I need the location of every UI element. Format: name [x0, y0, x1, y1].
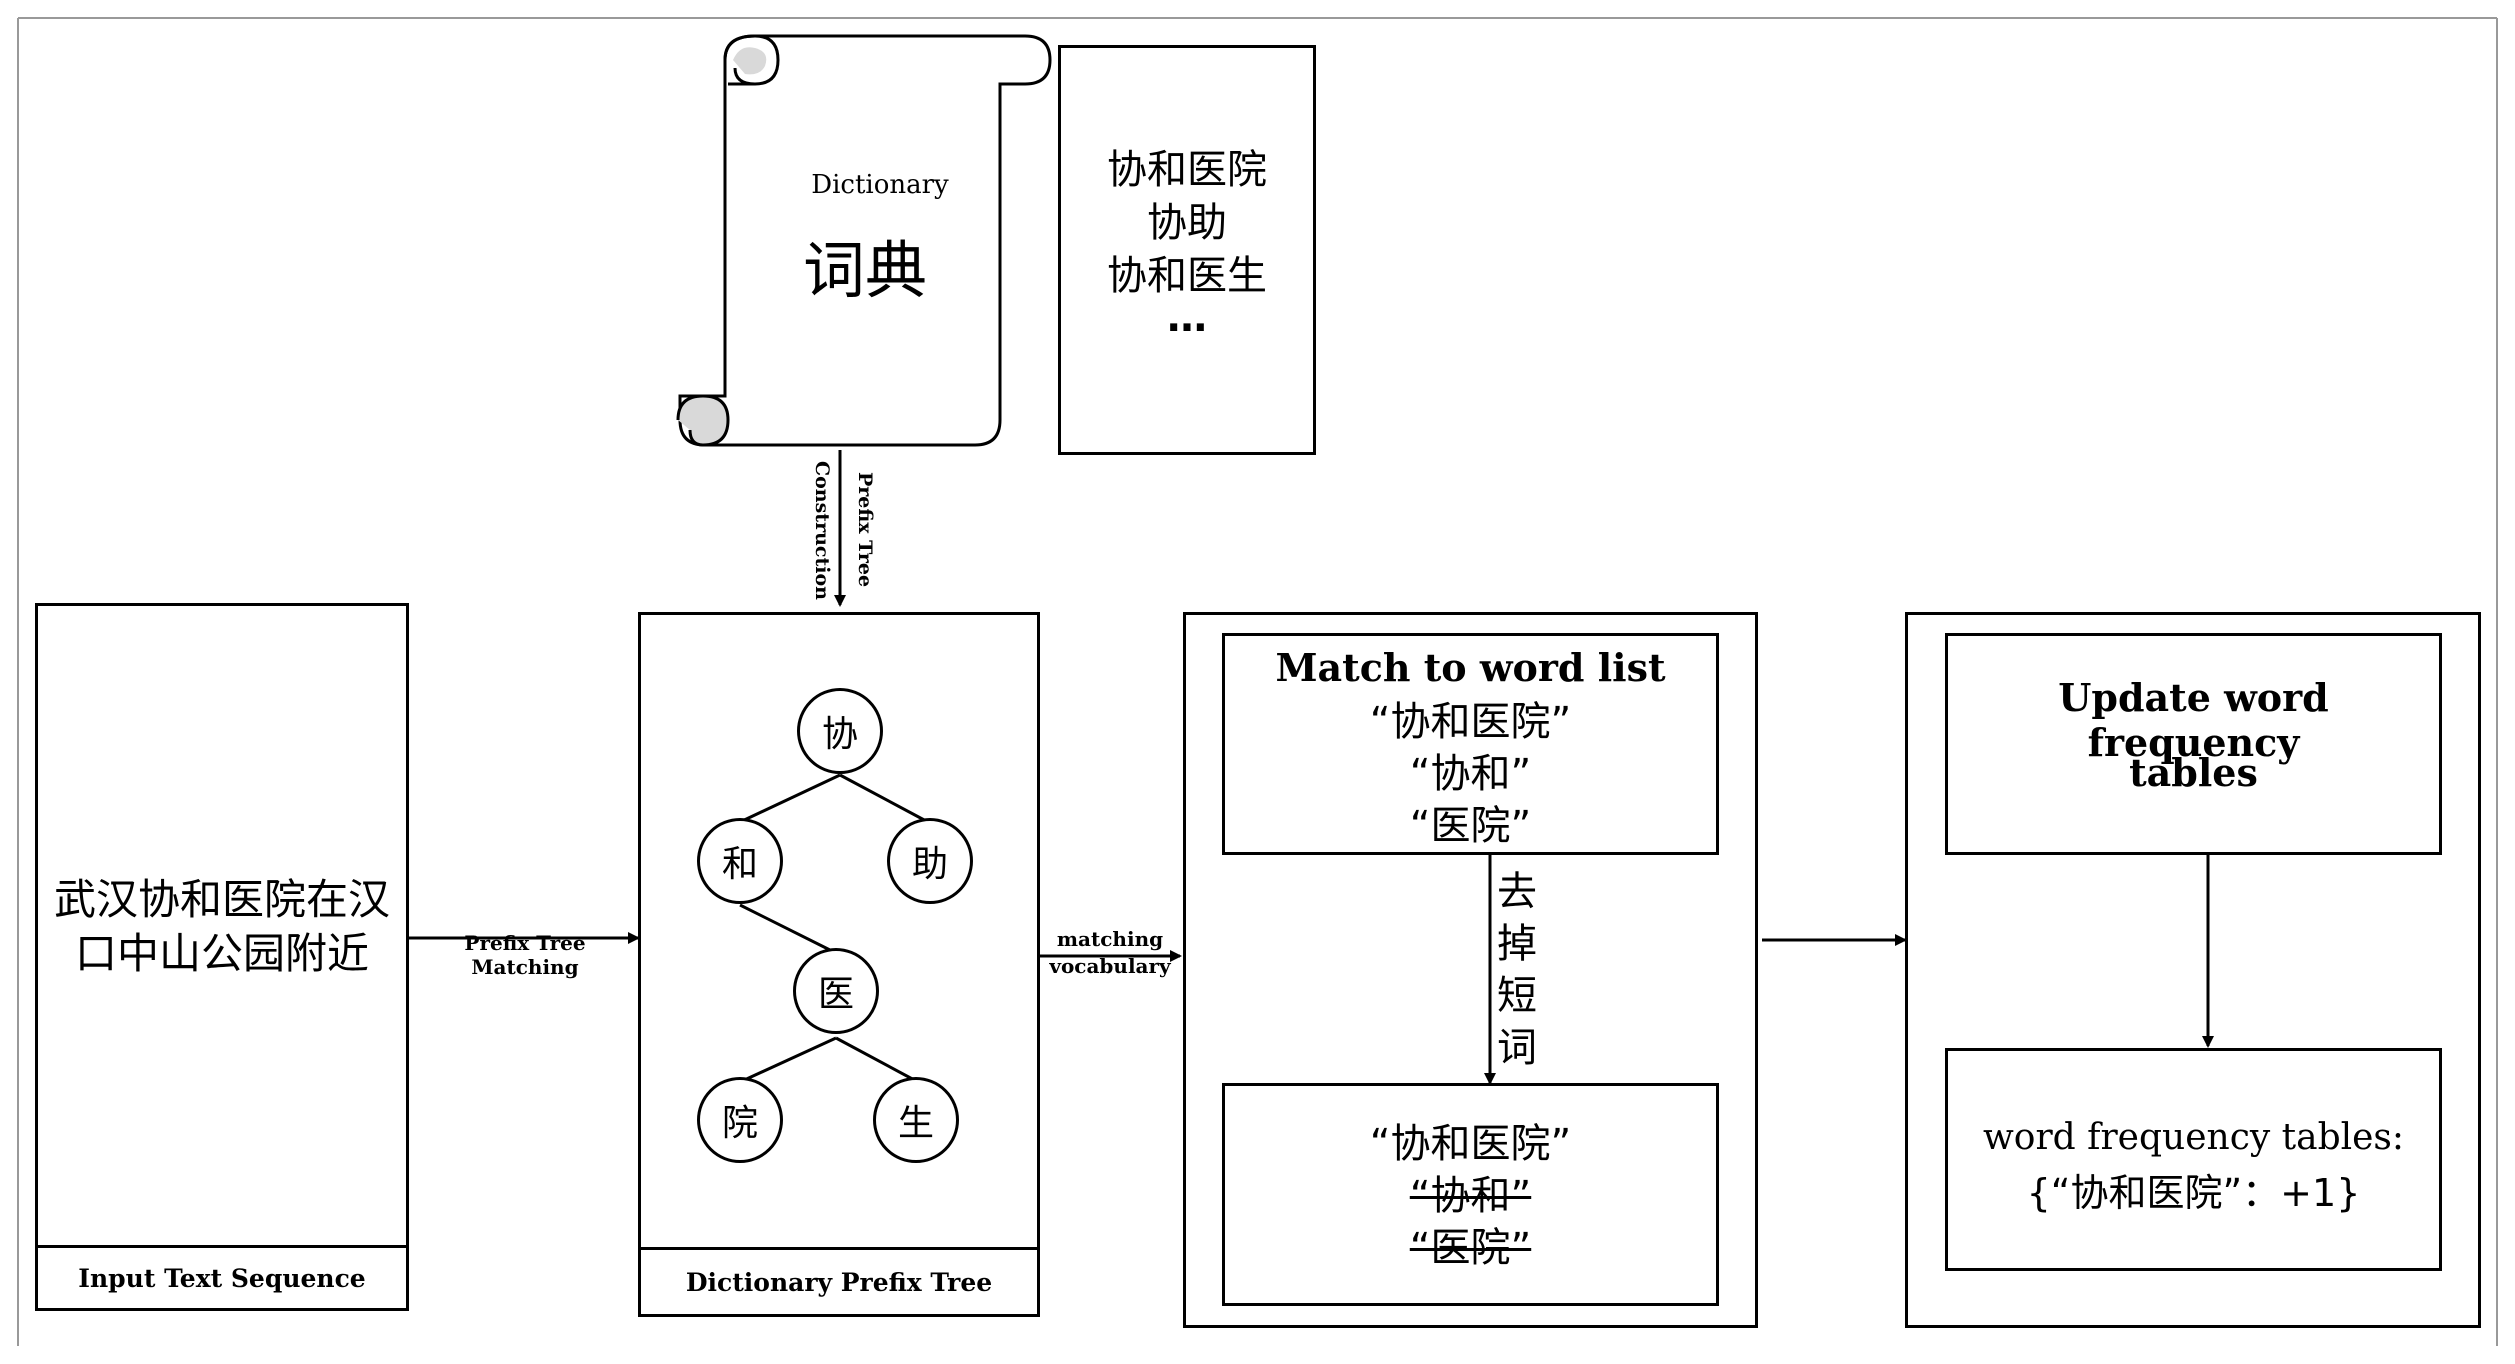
- dictionary-scroll-shape: [676, 34, 1052, 447]
- update-title-line2: tables: [2129, 749, 2258, 795]
- filtered-kept-word: “协和医院”: [1369, 1121, 1572, 1167]
- tree-node-he: 和: [697, 818, 783, 904]
- update-title-line1: Update word frequency: [2058, 675, 2329, 765]
- tree-node-sheng: 生: [873, 1077, 959, 1163]
- filtered-removed-word: “医院”: [1409, 1225, 1532, 1271]
- label-vocabulary: vocabulary: [1049, 954, 1171, 978]
- tree-edges: [739, 773, 929, 1084]
- dictionary-entries-box: 协和医院 协助 协和医生 …: [1058, 45, 1316, 455]
- label-remove-char: 短: [1497, 973, 1537, 1019]
- input-text-line2: 口中山公园附近: [74, 928, 369, 978]
- word-frequency-table-box: word frequency tables: {“协和医院”：+1}: [1945, 1048, 2442, 1271]
- tree-node-zhu: 助: [887, 818, 973, 904]
- input-text-label: Input Text Sequence: [35, 1245, 409, 1311]
- match-word: “协和医院”: [1369, 699, 1572, 745]
- tree-node-yuan: 院: [697, 1077, 783, 1163]
- label-construction: Construction: [811, 460, 833, 600]
- dictionary-title-en: Dictionary: [811, 170, 949, 200]
- label-remove-char: 词: [1497, 1025, 1537, 1071]
- match-word-list-box: Match to word list “协和医院” “协和” “医院”: [1222, 633, 1719, 855]
- update-word-frequency-box: Update word frequency tables: [1945, 633, 2442, 855]
- matching-panel: [1183, 612, 1758, 1328]
- freq-table-line1: word frequency tables:: [1982, 1116, 2405, 1158]
- dictionary-entry: 协和医院: [1107, 147, 1267, 193]
- match-word: “医院”: [1409, 803, 1532, 849]
- label-prefix-tree: Prefix Tree: [854, 472, 876, 588]
- update-panel: [1905, 612, 2481, 1328]
- tree-node-yi: 医: [793, 948, 879, 1034]
- prefix-tree-label: Dictionary Prefix Tree: [638, 1247, 1040, 1317]
- label-remove-char: 去: [1497, 869, 1537, 915]
- match-title: Match to word list: [1275, 644, 1666, 690]
- match-word: “协和”: [1409, 751, 1532, 797]
- label-matching: matching: [1056, 927, 1164, 951]
- filtered-word-list-box: “协和医院” “协和” “医院”: [1222, 1083, 1719, 1306]
- dictionary-entry: 协和医生: [1107, 253, 1267, 299]
- label-remove-char: 掉: [1497, 921, 1537, 967]
- freq-table-line2: {“协和医院”：+1}: [2026, 1170, 2361, 1215]
- label-prefix-tree-matching: Prefix Tree Matching: [464, 931, 586, 979]
- input-text-line1: 武汉协和医院在汉: [53, 874, 390, 924]
- dictionary-title-zh: 词典: [802, 234, 927, 307]
- dictionary-entry-ellipsis: …: [1167, 295, 1207, 341]
- dictionary-entry: 协助: [1147, 200, 1227, 246]
- input-text-box: 武汉协和医院在汉 口中山公园附近: [35, 603, 409, 1248]
- filtered-removed-word: “协和”: [1409, 1173, 1532, 1219]
- tree-node-root: 协: [797, 688, 883, 774]
